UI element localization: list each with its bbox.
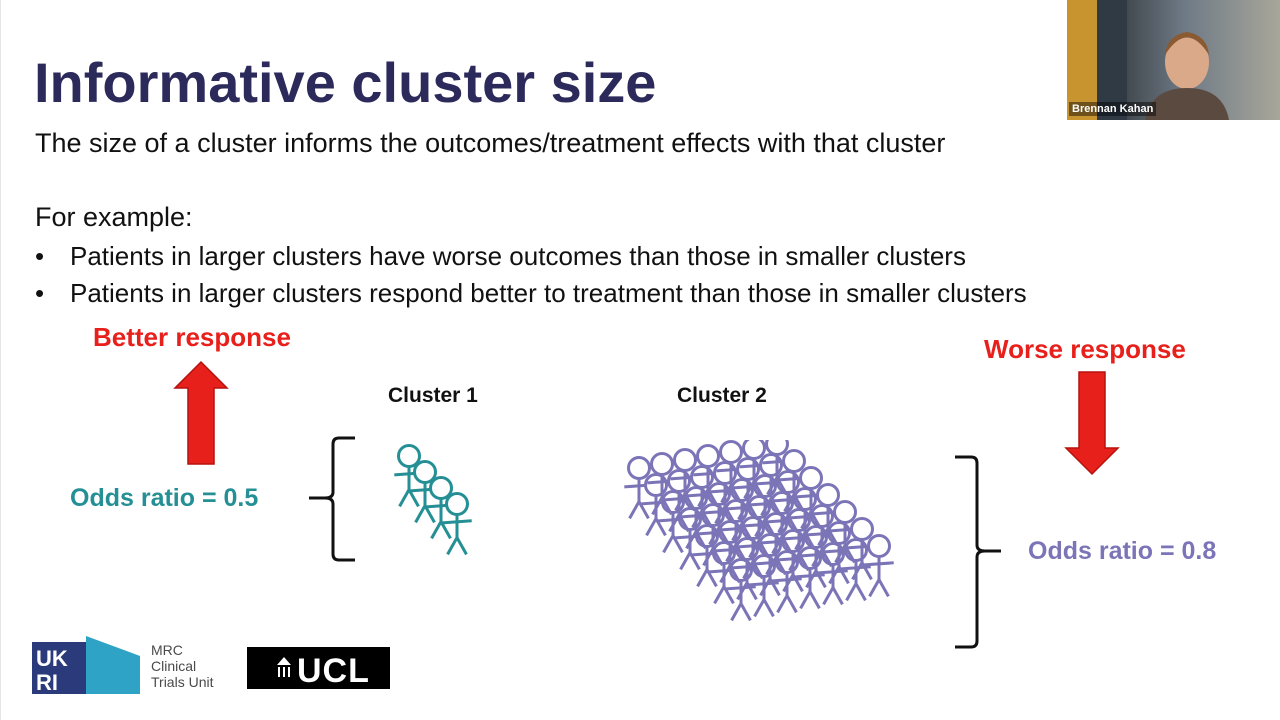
example-label: For example:: [35, 202, 193, 232]
person-icon: [693, 444, 723, 508]
slide-title: Informative cluster size: [34, 51, 657, 114]
ucl-portico-icon: [277, 657, 291, 677]
presenter-name: Brennan Kahan: [1069, 102, 1157, 116]
better-response-label: Better response: [93, 322, 291, 352]
cluster-2-people: [624, 440, 894, 622]
person-icon: [830, 500, 860, 564]
bullet-text: Patients in larger clusters respond bett…: [70, 278, 1027, 308]
up-arrow-icon: [173, 360, 229, 465]
person-icon: [410, 460, 440, 524]
down-arrow-icon: [1064, 371, 1120, 476]
presenter-webcam[interactable]: Brennan Kahan: [1067, 0, 1280, 120]
odds-ratio-cluster-2: Odds ratio = 0.8: [1028, 537, 1217, 565]
bullet-item: • Patients in larger clusters have worse…: [35, 238, 1027, 275]
person-icon: [762, 440, 792, 496]
person-icon: [394, 444, 424, 508]
person-icon: [442, 492, 472, 556]
svg-text:RI: RI: [36, 670, 58, 694]
cluster-2-label: Cluster 2: [677, 384, 767, 407]
cluster-1-people: [394, 444, 472, 556]
person-icon: [426, 476, 456, 540]
ukri-logo-icon: UK RI: [32, 636, 140, 694]
mrc-ctu-logo-text: MRC Clinical Trials Unit: [151, 642, 214, 690]
mrc-line-3: Trials Unit: [151, 674, 214, 690]
bullet-list: • Patients in larger clusters have worse…: [35, 238, 1027, 312]
bullet-item: • Patients in larger clusters respond be…: [35, 275, 1027, 312]
bullet-text: Patients in larger clusters have worse o…: [70, 241, 966, 271]
cluster-1-label: Cluster 1: [388, 384, 478, 407]
person-icon: [670, 448, 700, 512]
svg-text:UK: UK: [36, 646, 68, 671]
person-icon: [864, 534, 894, 598]
bullet-symbol: •: [35, 241, 45, 271]
ucl-logo: [247, 647, 390, 689]
slide-subtitle: The size of a cluster informs the outcom…: [35, 128, 946, 158]
mrc-line-1: MRC: [151, 642, 183, 658]
person-icon: [739, 440, 769, 500]
person-icon: [796, 466, 826, 530]
person-icon: [624, 456, 654, 520]
ucl-logo-text: UCL: [297, 652, 370, 690]
left-brace-icon: [309, 436, 355, 562]
person-icon: [847, 517, 877, 581]
mrc-line-2: Clinical: [151, 658, 197, 674]
person-icon: [716, 440, 746, 504]
person-icon: [647, 452, 677, 516]
right-brace-icon: [955, 455, 1001, 649]
odds-ratio-cluster-1: Odds ratio = 0.5: [70, 484, 259, 512]
presenter-video-icon: [1067, 0, 1229, 120]
bullet-symbol: •: [35, 278, 45, 308]
person-icon: [813, 483, 843, 547]
worse-response-label: Worse response: [984, 334, 1186, 364]
